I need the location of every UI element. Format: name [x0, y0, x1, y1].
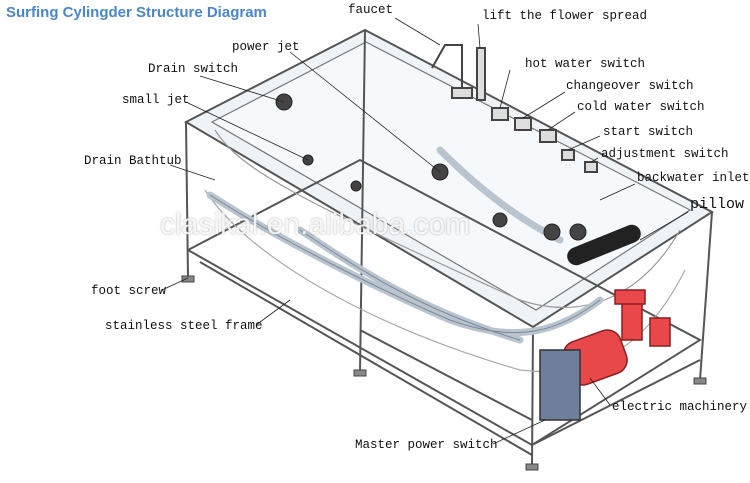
jet [569, 223, 587, 241]
jet [543, 223, 561, 241]
frame-bar [359, 329, 533, 421]
label-backwater-inlet: backwater inlet [637, 171, 750, 185]
label-pillow: pillow [690, 196, 745, 213]
label-faucet: faucet [348, 3, 394, 17]
faucet-base [451, 87, 473, 99]
foot-screw [693, 377, 707, 385]
tub-basin [214, 129, 681, 308]
foot-screw [181, 275, 195, 283]
label-small-jet: small jet [122, 93, 190, 107]
label-power-jet: power jet [232, 40, 300, 54]
jet [350, 180, 362, 192]
foot-screw [353, 369, 367, 377]
watermark: clasikal.en.alibaba.com [160, 208, 471, 241]
pillow [567, 224, 641, 266]
frame-lower [187, 158, 703, 447]
adjustment-switch [584, 161, 598, 173]
label-drain-switch: Drain switch [148, 62, 239, 76]
label-stainless-steel-frame: stainless steel frame [105, 319, 263, 333]
hot-water-switch [491, 107, 509, 121]
label-start-switch: start switch [603, 125, 694, 139]
cold-water-switch [539, 129, 557, 143]
diagram-title: Surfing Cylingder Structure Diagram [6, 4, 267, 21]
start-switch [561, 149, 575, 161]
master-power-switch [539, 349, 581, 421]
foot-screw [525, 463, 539, 471]
label-lift-the-flower-spread: lift the flower spread [482, 9, 648, 23]
label-master-power-switch: Master power switch [355, 438, 498, 452]
frame-bar [531, 359, 701, 446]
frame-leg [699, 211, 713, 381]
frame-leg [185, 121, 189, 279]
faucet [431, 44, 463, 95]
label-changeover-switch: changeover switch [566, 79, 694, 93]
jet [492, 212, 508, 228]
label-drain-bathtub: Drain Bathtub [84, 154, 182, 168]
frame-leg [531, 326, 534, 469]
frame-bar [199, 261, 533, 456]
frame-leg [359, 29, 366, 373]
label-electric-machinery: electric machinery [612, 400, 748, 414]
tub-rim-inner [210, 41, 692, 311]
label-hot-water-switch: hot water switch [525, 57, 646, 71]
changeover-switch [514, 117, 532, 131]
label-adjustment-switch: adjustment switch [601, 147, 729, 161]
label-cold-water-switch: cold water switch [577, 100, 705, 114]
label-foot-screw: foot screw [91, 284, 167, 298]
hand-shower [476, 47, 486, 101]
